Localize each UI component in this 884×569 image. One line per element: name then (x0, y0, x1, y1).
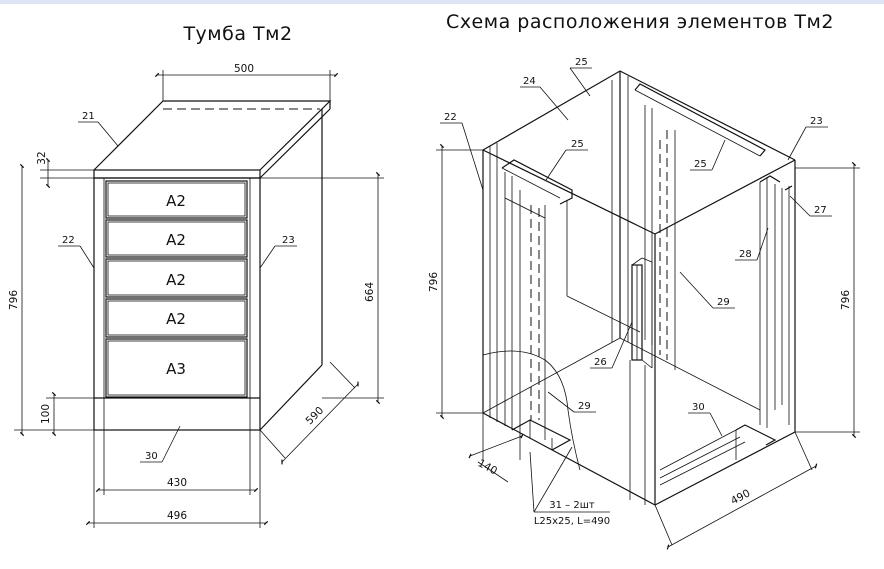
left-side-panel (489, 76, 676, 440)
cabinet-front: A2 A2 A2 A2 A3 (93, 169, 261, 431)
callout-r28: 28 (739, 249, 752, 260)
drawer-2-label: A2 (166, 231, 186, 249)
drawer-3-label: A2 (166, 271, 186, 289)
callout-r25-left: 25 (571, 139, 584, 150)
break-line (482, 350, 581, 471)
callout-22: 22 (62, 235, 75, 246)
drawer-4-label: A2 (166, 310, 186, 328)
dim-depth: 590 (304, 405, 327, 428)
dim-overall-width: 496 (167, 510, 187, 522)
right-dimensions: 796 796 140 490 (428, 143, 860, 550)
callout-23: 23 (282, 235, 295, 246)
dim-height-left: 796 (428, 272, 440, 292)
callout-r23: 23 (810, 116, 823, 127)
window-top-edge (0, 0, 884, 4)
callout-21: 21 (82, 111, 95, 122)
dim-plinth-depth: 140 (476, 457, 499, 477)
drawer-2 (105, 219, 248, 258)
dim-top-width: 500 (234, 63, 254, 75)
bottom-rails (511, 419, 777, 486)
left-view-title: Тумба Тм2 (182, 23, 292, 45)
drawer-5-label: A3 (166, 360, 186, 378)
callout-r26: 26 (594, 357, 607, 368)
top-batten (634, 83, 766, 157)
cabinet-perspective (93, 100, 332, 431)
top-board-front (93, 169, 261, 179)
dim-carcass-height: 664 (364, 282, 376, 302)
callout-r24: 24 (523, 76, 536, 87)
left-dimensions: 500 32 796 100 664 (8, 63, 384, 528)
right-view-title: Схема расположения элементов Тм2 (446, 11, 834, 33)
callout-r29-mid: 29 (717, 297, 730, 308)
left-callouts: 21 22 23 30 (58, 111, 297, 463)
right-view: Схема расположения элементов Тм2 (428, 11, 860, 550)
drawer-4 (105, 298, 248, 338)
drawer-1 (105, 180, 248, 219)
drawer-5 (105, 338, 248, 398)
dim-width: 490 (729, 487, 752, 507)
callout-r25-top: 25 (575, 57, 588, 68)
note-31-profile: L25x25, L=490 (534, 516, 610, 527)
drawer-3 (105, 258, 248, 298)
note-31-qty: 31 – 2шт (549, 500, 595, 511)
carcass-isometric (482, 70, 796, 506)
callout-r30: 30 (692, 402, 705, 413)
dim-total-height: 796 (8, 290, 20, 310)
dim-height-right: 796 (840, 290, 852, 310)
callout-r22: 22 (444, 112, 457, 123)
right-side-panel (759, 175, 793, 428)
right-callouts: 22 24 25 25 25 23 27 (440, 57, 832, 527)
dim-plinth: 100 (40, 404, 52, 424)
callout-r29-low: 29 (578, 401, 591, 412)
dim-top-thickness: 32 (36, 151, 48, 164)
drawer-1-label: A2 (166, 192, 186, 210)
callout-r27: 27 (814, 205, 827, 216)
callout-r25-right: 25 (694, 159, 707, 170)
centre-post (629, 257, 653, 505)
callout-30: 30 (145, 451, 158, 462)
left-view: Тумба Тм2 A2 A (8, 23, 384, 528)
dim-inner-width: 430 (167, 477, 187, 489)
